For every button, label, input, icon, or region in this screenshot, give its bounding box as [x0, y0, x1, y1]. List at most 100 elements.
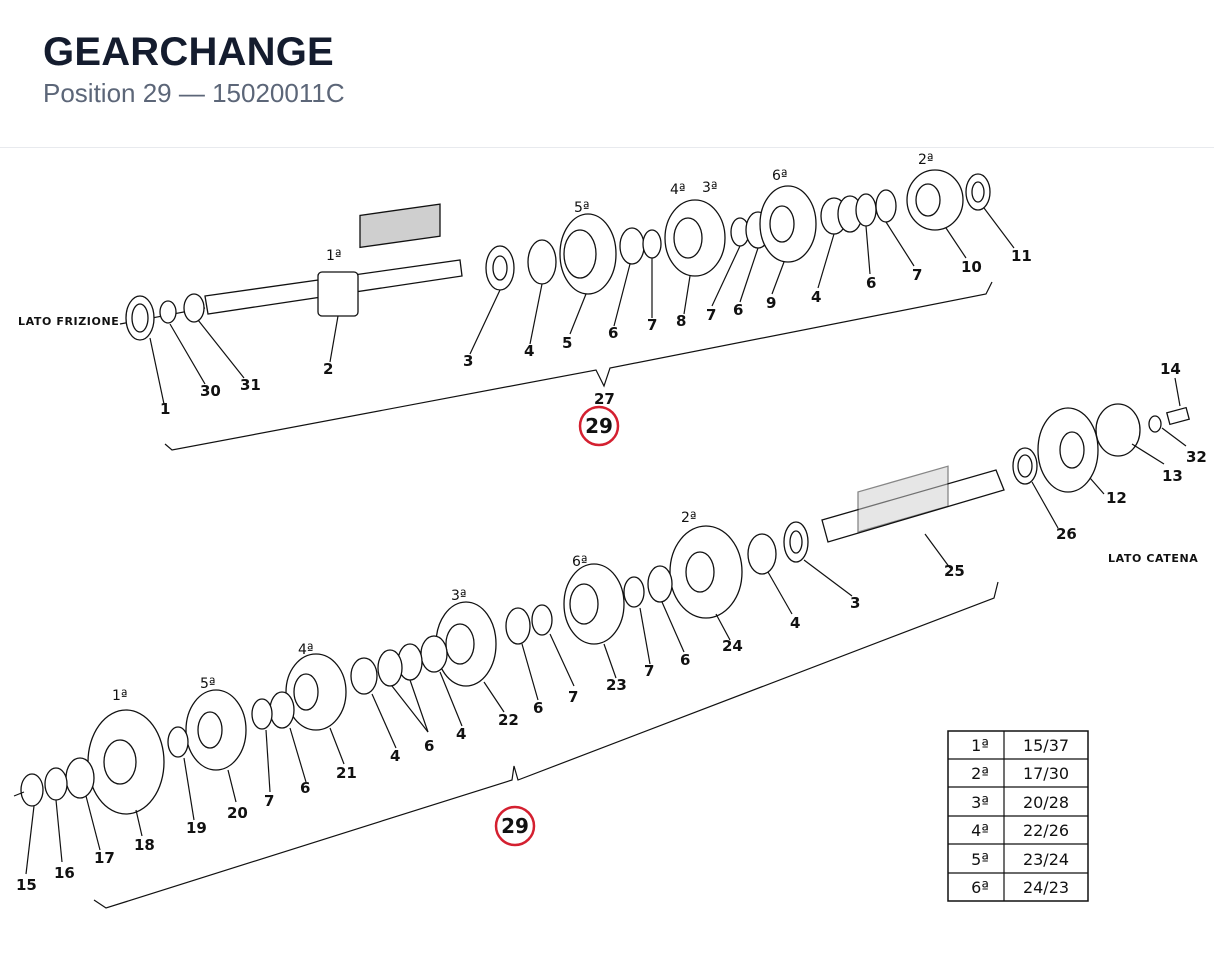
- position-marker-lower: 29: [494, 805, 536, 847]
- lower-gear-label: 5ª: [200, 676, 216, 692]
- part-number: 30: [200, 382, 221, 400]
- table-gear-cell: 4ª: [971, 821, 989, 840]
- gear-ratio-table: 1ª 15/37 2ª 17/30 3ª 20/28 4ª 22/26 5ª 2…: [947, 730, 1089, 902]
- part-number: 11: [1011, 247, 1032, 265]
- position-marker-label: 29: [585, 414, 613, 438]
- part-number: 4: [390, 747, 400, 765]
- part-number: 6: [608, 324, 618, 342]
- table-gear-cell: 2ª: [971, 764, 989, 783]
- part-number: 23: [606, 676, 627, 694]
- part-number: 20: [227, 804, 248, 822]
- part-number: 3: [463, 352, 473, 370]
- part-number: 7: [644, 662, 654, 680]
- lock-plate-13: [1095, 403, 1141, 457]
- ring-7: [642, 229, 662, 259]
- bolt-14: [1165, 406, 1191, 426]
- part-number: 4: [790, 614, 800, 632]
- table-ratio-cell: 22/26: [1023, 821, 1069, 840]
- part-number: 4: [811, 288, 821, 306]
- part-number: 16: [54, 864, 75, 882]
- assembly-callout: 27: [594, 390, 615, 408]
- lower-shaft-assembly: [13, 465, 1005, 909]
- table-gear-cell: 6ª: [971, 878, 989, 897]
- part-number: 19: [186, 819, 207, 837]
- part-number: 7: [706, 306, 716, 324]
- part-number: 31: [240, 376, 261, 394]
- lower-assembly-bracket: [93, 581, 999, 909]
- upper-assembly-bracket: [164, 281, 993, 451]
- table-gear-cell: 3ª: [971, 793, 989, 812]
- part-number: 7: [264, 792, 274, 810]
- table-ratio-cell: 20/28: [1023, 793, 1069, 812]
- part-number: 15: [16, 876, 37, 894]
- part-number: 18: [134, 836, 155, 854]
- needle-bearing-31: [183, 293, 205, 323]
- clutch-side-label: LATO FRIZIONE: [18, 315, 119, 328]
- lower-gear-label: 3ª: [451, 588, 467, 604]
- part-number: 24: [722, 637, 743, 655]
- position-marker-upper: 29: [578, 405, 620, 447]
- sprocket-assembly: [1012, 377, 1191, 529]
- part-number: 13: [1162, 467, 1183, 485]
- part-number: 6: [300, 779, 310, 797]
- page-header: GEARCHANGE Position 29 — 15020011C: [0, 0, 1214, 148]
- part-number: 4: [524, 342, 534, 360]
- washer-15: [20, 773, 44, 807]
- part-number: 6: [424, 737, 434, 755]
- part-number: 12: [1106, 489, 1127, 507]
- part-number: 10: [961, 258, 982, 276]
- position-marker-label: 29: [501, 814, 529, 838]
- part-number: 32: [1186, 448, 1207, 466]
- upper-gear-label: 6ª: [772, 168, 788, 184]
- part-number: 6: [733, 301, 743, 319]
- table-gear-cell: 5ª: [971, 850, 989, 869]
- washer-16: [44, 767, 68, 801]
- part-number: 9: [766, 294, 776, 312]
- page-title: GEARCHANGE: [43, 30, 334, 74]
- ring-19: [167, 726, 189, 758]
- chain-side-label: LATO CATENA: [1108, 552, 1198, 565]
- upper-gear-label: 1ª: [326, 248, 342, 264]
- part-number: 4: [456, 725, 466, 743]
- upper-gear-label: 4ª: [670, 182, 686, 198]
- shaft-splines: [359, 203, 441, 249]
- washer-32: [1148, 415, 1162, 433]
- lower-gear-label: 4ª: [298, 642, 314, 658]
- gear-1-integral: [317, 271, 359, 317]
- upper-shaft-assembly: [119, 169, 1015, 451]
- ring-6: [619, 227, 645, 265]
- part-number: 6: [866, 274, 876, 292]
- part-number: 8: [676, 312, 686, 330]
- upper-gear-label: 5ª: [574, 200, 590, 216]
- part-number: 21: [336, 764, 357, 782]
- page-subtitle: Position 29 — 15020011C: [43, 78, 345, 108]
- part-number: 6: [680, 651, 690, 669]
- part-number: 26: [1056, 525, 1077, 543]
- part-number: 2: [323, 360, 333, 378]
- part-number: 22: [498, 711, 519, 729]
- part-number: 17: [94, 849, 115, 867]
- lower-gear-label: 6ª: [572, 554, 588, 570]
- part-number: 5: [562, 334, 572, 352]
- table-gear-cell: 1ª: [971, 736, 989, 755]
- table-ratio-cell: 24/23: [1023, 878, 1069, 897]
- part-number: 14: [1160, 360, 1181, 378]
- upper-gear-label: 3ª: [702, 180, 718, 196]
- bearing-17: [65, 757, 95, 799]
- part-number: 7: [912, 266, 922, 284]
- bushing-30: [159, 300, 177, 324]
- needle-bearing-4: [527, 239, 557, 285]
- lower-gear-label: 1ª: [112, 688, 128, 704]
- upper-gear-label: 2ª: [918, 152, 934, 168]
- part-number: 6: [533, 699, 543, 717]
- part-number: 7: [568, 688, 578, 706]
- part-number: 25: [944, 562, 965, 580]
- lower-gear-label: 2ª: [681, 510, 697, 526]
- part-number: 1: [160, 400, 170, 418]
- gearchange-exploded-diagram: LATO FRIZIONE 1ª 5ª 4ª 3ª 6ª 2ª 1 30 31 …: [13, 152, 1207, 909]
- part-number: 3: [850, 594, 860, 612]
- part-number: 7: [647, 316, 657, 334]
- table-ratio-cell: 23/24: [1023, 850, 1069, 869]
- table-ratio-cell: 17/30: [1023, 764, 1069, 783]
- table-ratio-cell: 15/37: [1023, 736, 1069, 755]
